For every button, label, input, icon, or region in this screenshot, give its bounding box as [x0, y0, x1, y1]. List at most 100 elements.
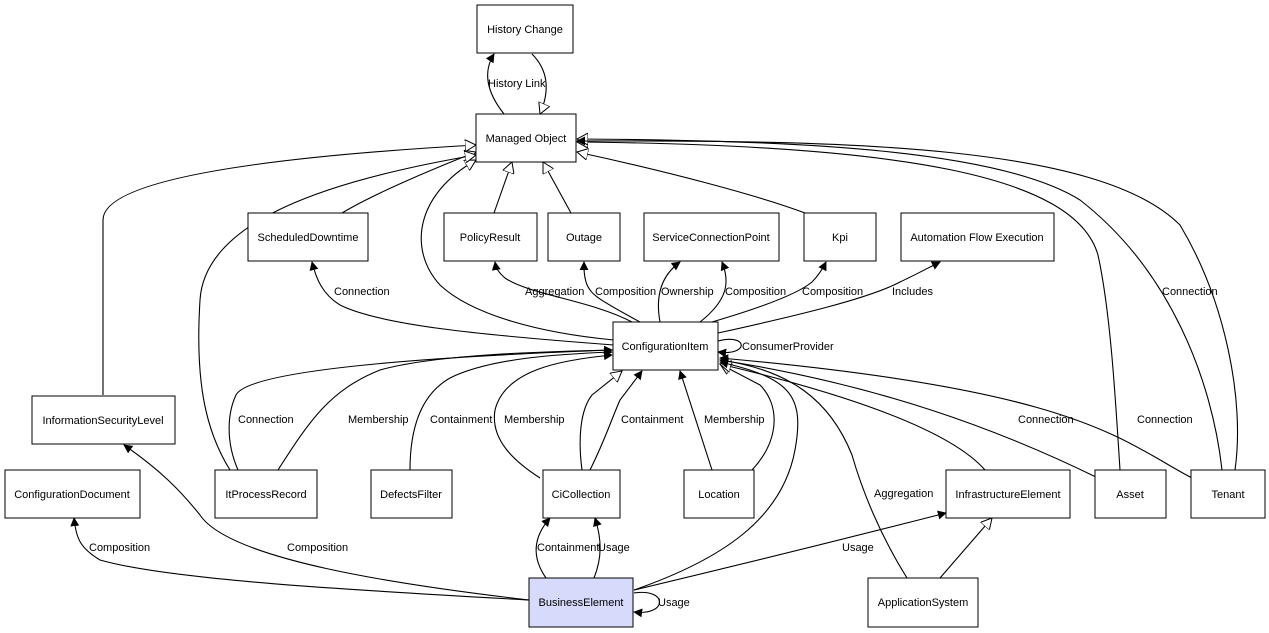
- node-business-element[interactable]: BusinessElement: [528, 577, 634, 628]
- node-label: Location: [698, 489, 740, 501]
- edge-businesselement-usage: [593, 517, 602, 579]
- edge-businesselement-containment: [535, 517, 551, 579]
- edge-infrastructure-generalization: [720, 364, 986, 471]
- edge-label: Connection: [1137, 414, 1193, 426]
- node-service-connection-point[interactable]: ServiceConnectionPoint: [643, 212, 780, 262]
- node-asset[interactable]: Asset: [1094, 469, 1167, 519]
- node-tenant[interactable]: Tenant: [1190, 469, 1266, 519]
- node-configuration-item[interactable]: ConfigurationItem: [612, 321, 719, 371]
- edge-applicationsystem-generalization: [939, 518, 992, 579]
- node-configuration-document[interactable]: ConfigurationDocument: [4, 469, 141, 519]
- edge-label: Includes: [892, 286, 933, 298]
- node-outage[interactable]: Outage: [547, 212, 621, 262]
- edge-applicationsystem-aggregation: [719, 356, 908, 579]
- edge-businesselement-configurationitem: [633, 359, 799, 591]
- edge-cicollection-generalization: [579, 371, 622, 471]
- node-label: ApplicationSystem: [878, 597, 969, 609]
- node-information-security-level[interactable]: InformationSecurityLevel: [31, 395, 176, 445]
- edge-label: Aggregation: [874, 488, 933, 500]
- edge-label: Containment: [430, 414, 492, 426]
- node-automation-flow-execution[interactable]: Automation Flow Execution: [900, 212, 1055, 262]
- node-label: Tenant: [1211, 489, 1244, 501]
- node-label: Kpi: [832, 232, 848, 244]
- edge-label: Membership: [504, 414, 565, 426]
- edge-asset-connection: [719, 356, 1099, 479]
- edge-label: Composition: [287, 542, 348, 554]
- edge-asset-generalization: [577, 142, 1121, 471]
- node-label: ItProcessRecord: [225, 489, 306, 501]
- edge-itprocessrecord-connection: [228, 345, 613, 471]
- node-label: DefectsFilter: [380, 489, 442, 501]
- node-label: BusinessElement: [539, 597, 624, 609]
- edge-label: Usage: [842, 542, 874, 554]
- node-defects-filter[interactable]: DefectsFilter: [370, 469, 453, 519]
- nodes: History Change Managed Object ScheduledD…: [4, 4, 1266, 628]
- node-location[interactable]: Location: [683, 469, 755, 519]
- node-label: ConfigurationItem: [622, 341, 709, 353]
- edge-label: Composition: [89, 542, 150, 554]
- edge-kpi-generalization: [577, 152, 806, 214]
- edge-outage-generalization: [543, 162, 572, 214]
- edge-label: Aggregation: [525, 286, 584, 298]
- node-label: Asset: [1116, 489, 1144, 501]
- node-ci-collection[interactable]: CiCollection: [542, 469, 621, 519]
- node-managed-object[interactable]: Managed Object: [475, 113, 577, 163]
- node-label: PolicyResult: [460, 232, 521, 244]
- edge-labels: History Link Connection Aggregation Comp…: [89, 78, 1218, 609]
- edge-history-change-generalization: [531, 53, 546, 114]
- node-label: ConfigurationDocument: [14, 489, 130, 501]
- edge-label: Membership: [704, 414, 765, 426]
- edge-cicollection-containment: [589, 370, 643, 471]
- node-kpi[interactable]: Kpi: [803, 212, 877, 262]
- edge-tenant-managedobject-connection: [576, 136, 1239, 471]
- edges: [70, 53, 1239, 618]
- edge-configurationitem-generalization: [420, 160, 615, 341]
- edge-label: Connection: [238, 414, 294, 426]
- edge-label: Composition: [595, 286, 656, 298]
- node-policy-result[interactable]: PolicyResult: [443, 212, 538, 262]
- node-label: Automation Flow Execution: [910, 232, 1043, 244]
- edge-label: Composition: [725, 286, 786, 298]
- edge-location-membership: [678, 370, 713, 471]
- edge-connection-scheduleddowntime: [309, 261, 615, 346]
- node-history-change[interactable]: History Change: [476, 4, 574, 54]
- edge-label: Connection: [1162, 286, 1218, 298]
- node-infrastructure-element[interactable]: InfrastructureElement: [945, 469, 1071, 519]
- edge-composition-kpi: [711, 261, 827, 323]
- node-scheduled-downtime[interactable]: ScheduledDowntime: [247, 212, 369, 262]
- edge-label: Composition: [802, 286, 863, 298]
- edge-label: Containment: [621, 414, 683, 426]
- edge-aggregation-policyresult: [491, 261, 633, 323]
- edge-location-generalization: [720, 364, 775, 471]
- edge-label: ConsumerProvider: [742, 341, 834, 353]
- node-label: Outage: [566, 232, 602, 244]
- node-label: CiCollection: [552, 489, 611, 501]
- edge-scheduleddowntime-generalization: [341, 152, 476, 214]
- node-label: InfrastructureElement: [955, 489, 1060, 501]
- node-label: History Change: [487, 24, 563, 36]
- node-label: InformationSecurityLevel: [42, 415, 163, 427]
- edge-label: Ownership: [661, 286, 714, 298]
- edge-tenant-generalization: [577, 139, 1223, 471]
- edge-label: Containment: [537, 542, 599, 554]
- edge-includes-automation: [717, 261, 941, 334]
- edge-businesselement-composition-document: [70, 517, 530, 601]
- edge-history-link-up: [485, 53, 505, 115]
- node-label: ServiceConnectionPoint: [652, 232, 769, 244]
- edge-label: Usage: [598, 542, 630, 554]
- node-label: ScheduledDowntime: [258, 232, 359, 244]
- edge-itprocessrecord-membership: [277, 345, 613, 471]
- node-it-process-record[interactable]: ItProcessRecord: [214, 469, 318, 519]
- edge-consumerprovider-self: [717, 338, 742, 358]
- node-application-system[interactable]: ApplicationSystem: [867, 577, 979, 628]
- edge-composition-outage: [579, 261, 641, 323]
- edge-businesselement-usage-self: [633, 591, 661, 618]
- node-label: Managed Object: [486, 133, 567, 145]
- edge-label: Usage: [658, 597, 690, 609]
- edge-policyresult-generalization: [493, 162, 512, 214]
- edge-businesselement-usage-infrastructure: [633, 510, 947, 591]
- edge-composition-scp: [699, 261, 730, 323]
- edge-businesselement-composition-isl: [123, 444, 530, 601]
- edge-itprocessrecord-generalization: [198, 155, 476, 471]
